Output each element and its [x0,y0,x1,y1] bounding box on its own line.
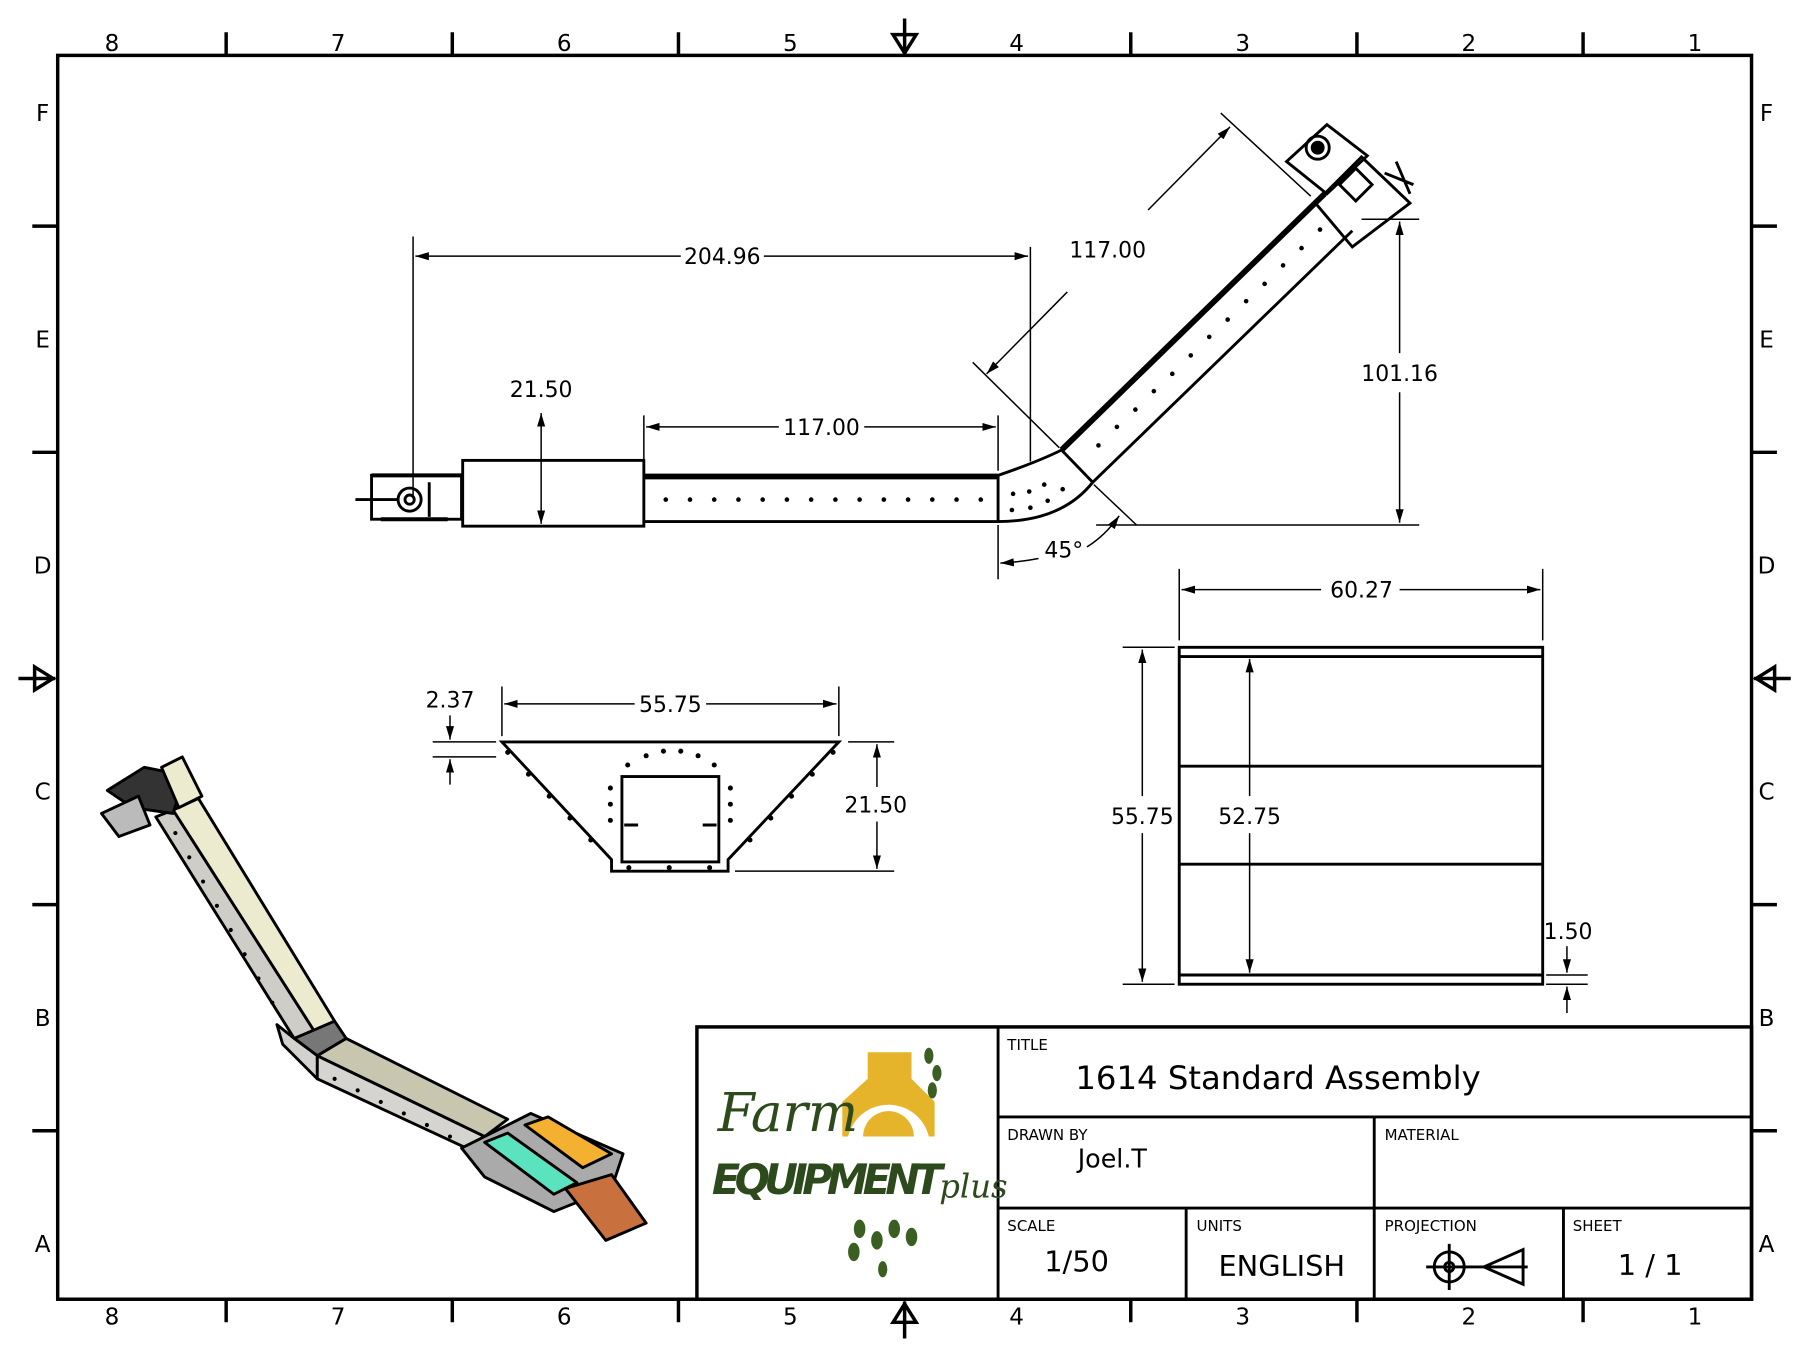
scale-label: SCALE [1007,1217,1055,1235]
zone-col: 6 [557,1305,572,1331]
dim-angle: 45° [1044,538,1083,563]
zone-row: E [1759,327,1774,353]
sheet-border [55,53,1754,1301]
dim-incline-length: 117.00 [1069,238,1146,263]
units-label: UNITS [1197,1217,1242,1235]
dim-section-height: 21.50 [844,793,907,818]
zone-row: C [35,780,51,806]
zone-row: B [1759,1006,1775,1032]
drawing-title: 1614 Standard Assembly [1075,1059,1480,1097]
scale-value: 1/50 [1044,1245,1109,1279]
zone-columns-top: 8 7 6 5 4 3 2 1 [105,31,1703,57]
zone-col: 2 [1462,1305,1477,1331]
zone-col: 7 [331,1305,346,1331]
zone-col: 1 [1688,31,1703,57]
isometric-view [100,755,648,1242]
title-label: TITLE [1006,1036,1048,1054]
third-angle-projection-icon [1426,1243,1528,1290]
sheet-label: SHEET [1573,1217,1623,1235]
dim-box-height: 21.50 [510,378,573,403]
dim-section-flange: 2.37 [426,688,475,713]
zone-row: D [34,553,52,579]
logo-farm-text: Farm [717,1082,859,1144]
dim-plan-inner-height: 52.75 [1218,805,1281,830]
zone-col: 3 [1235,31,1250,57]
zone-col: 6 [557,31,572,57]
zone-row: C [1758,780,1774,806]
zone-row: F [36,101,49,127]
conveyor-elevation-view [355,122,1414,528]
zone-col: 4 [1009,1305,1024,1331]
zone-rows-left: F E D C B A [34,101,52,1258]
leaf-icon [848,1047,942,1278]
zone-row: A [1759,1232,1775,1258]
dim-section-top-width: 55.75 [639,693,702,718]
zone-col: 2 [1462,31,1477,57]
zone-col: 5 [783,31,798,57]
zone-col: 8 [105,31,120,57]
elevation-dimensions: 204.96 117.00 21.50 117.00 101.16 45° [412,112,1438,580]
drawn-by-value: Joel.T [1076,1144,1148,1174]
drawn-by-label: DRAWN BY [1007,1126,1088,1144]
zone-col: 5 [783,1305,798,1331]
zone-col: 3 [1235,1305,1250,1331]
centering-arrows [18,18,1791,1339]
zone-col: 4 [1009,31,1024,57]
zone-row: A [35,1232,51,1258]
sheet-value: 1 / 1 [1618,1248,1683,1282]
zone-row: D [1758,553,1776,579]
zone-row: E [35,327,50,353]
units-value: ENGLISH [1218,1249,1345,1283]
zone-rows-right: F E D C B A [1758,101,1776,1258]
logo-plus-text: plus [939,1168,1007,1206]
zone-ticks [32,32,1777,1323]
zone-col: 8 [105,1305,120,1331]
dim-plan-plate: 1.50 [1544,920,1593,945]
box-plan-view: 60.27 55.75 52.75 1.50 [1111,568,1593,1014]
zone-row: F [1760,101,1773,127]
projection-label: PROJECTION [1385,1217,1477,1235]
title-block: TITLE 1614 Standard Assembly DRAWN BY Jo… [695,1025,1754,1301]
trough-section-view: 55.75 21.50 2.37 [426,686,907,873]
zone-col: 7 [331,31,346,57]
dim-plan-width: 60.27 [1330,579,1393,604]
zone-col: 1 [1688,1305,1703,1331]
zone-columns-bottom: 8 7 6 5 4 3 2 1 [105,1305,1703,1331]
logo-equipment-text: EQUIPMENT [712,1155,946,1204]
dim-flat-length: 117.00 [783,416,860,441]
dim-rise: 101.16 [1361,362,1438,387]
company-logo: Farm EQUIPMENT plus [712,1047,1008,1278]
dim-plan-outer-height: 55.75 [1111,805,1174,830]
zone-row: B [35,1006,51,1032]
material-label: MATERIAL [1385,1126,1460,1144]
dim-overall-length: 204.96 [684,245,761,270]
